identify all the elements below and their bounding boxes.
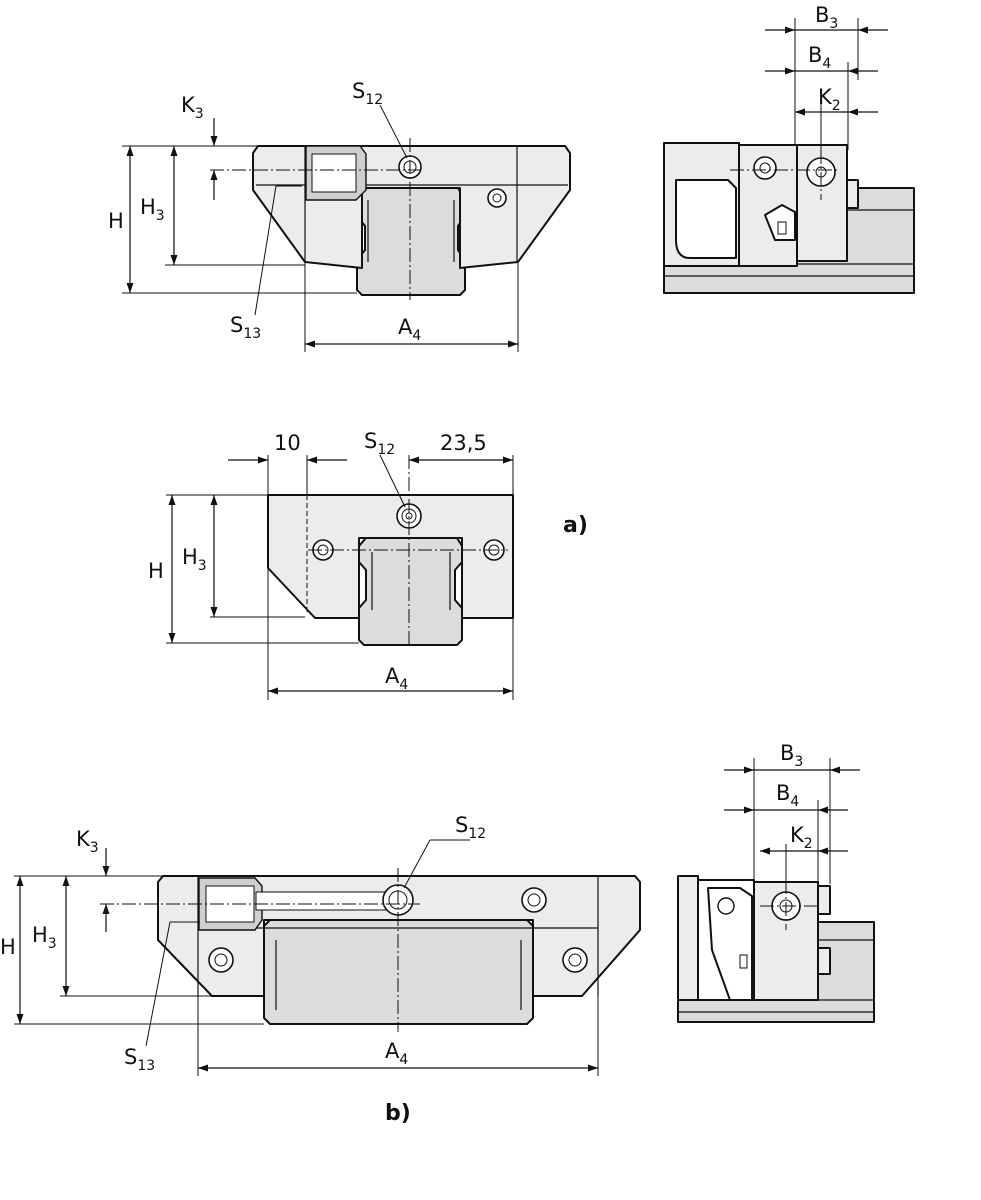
value-23-5: 23,5	[440, 431, 487, 455]
label-S13: S13	[230, 313, 261, 342]
rail-top	[356, 187, 466, 296]
label-H3: H3	[140, 195, 165, 224]
panel-label-a: a)	[563, 513, 588, 538]
label-K3-b: K3	[76, 827, 99, 856]
label-H3-b: H3	[32, 923, 57, 952]
panel-label-b: b)	[385, 1101, 411, 1126]
label-K2-b: K2	[790, 823, 813, 852]
top-side-view: B3 B4 K2	[663, 3, 915, 294]
label-H-a: H	[148, 559, 164, 583]
label-S12: S12	[352, 79, 383, 108]
label-H-b: H	[0, 935, 16, 959]
middle-view-a: H H3 S12 10 23,5 A4 a)	[148, 429, 588, 700]
label-H: H	[108, 209, 124, 233]
bottom-side-view: B3 B4 K2	[677, 741, 875, 1023]
label-K3: K3	[181, 93, 204, 122]
label-B3-b: B3	[780, 741, 803, 770]
label-S13-b: S13	[124, 1045, 155, 1074]
label-A4-a: A4	[385, 664, 408, 693]
bottom-view-b: H H3 K3 S12 S13 A4 b)	[0, 813, 641, 1126]
label-S12-b: S12	[455, 813, 486, 842]
label-B4-b: B4	[776, 781, 799, 810]
value-10: 10	[274, 431, 301, 455]
label-B4: B4	[808, 43, 831, 72]
label-S12-a: S12	[364, 429, 395, 458]
label-H3-a: H3	[182, 545, 207, 574]
label-K2: K2	[818, 85, 841, 114]
label-B3: B3	[815, 3, 838, 32]
label-A4-b: A4	[385, 1039, 408, 1068]
label-A4: A4	[398, 315, 421, 344]
top-front-view: H H3 K3 S12 S13 A4	[108, 79, 571, 352]
